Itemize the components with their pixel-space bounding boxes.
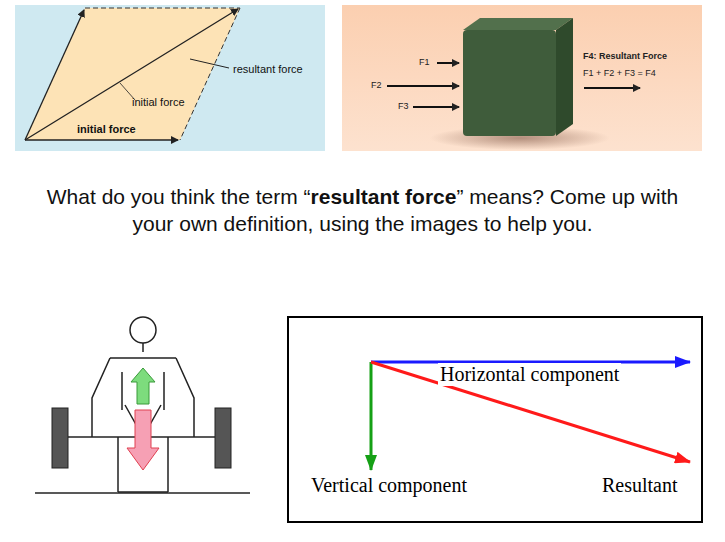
picture-panel: Horizontal componentVertical component Re…	[288, 317, 702, 522]
resultant-arrow	[25, 9, 238, 140]
component-box	[288, 317, 702, 522]
picture-panel: F1F2F3 F4: Resultant Force F1 + F2 + F3 = …	[342, 5, 702, 151]
support-arrow	[131, 368, 155, 404]
force-label: resultant force	[233, 63, 303, 75]
kart-figure	[66, 317, 216, 492]
force-label: F4: Resultant Force	[583, 51, 667, 61]
question-text: What do you think the term “resultant fo…	[40, 183, 685, 237]
force-label: initial force	[132, 96, 185, 108]
force-arrow	[413, 106, 459, 108]
force-arrow	[387, 85, 459, 87]
force-label: F3	[398, 101, 409, 111]
resultant-arrow	[371, 362, 690, 462]
force-label: F1 + F2 + F3 = F4	[583, 68, 656, 78]
force-arrow	[437, 62, 459, 64]
force-label: Resultant	[600, 474, 680, 497]
leader-line	[190, 59, 229, 68]
force-label: initial force	[77, 123, 136, 135]
force-arrow	[25, 139, 178, 140]
resultant-arrow	[584, 87, 640, 89]
force-label: Horizontal component	[438, 363, 621, 386]
picture-panel: resultant force initial force initial forc…	[15, 5, 325, 151]
force-arrow	[25, 10, 84, 140]
vertical-arrow	[370, 362, 373, 470]
panel-ground	[342, 5, 702, 151]
parallelogram	[25, 8, 240, 140]
panel-ground	[15, 5, 325, 151]
weight-arrow	[127, 410, 159, 470]
cube	[463, 30, 556, 136]
force-label: F2	[371, 80, 382, 90]
force-label: F1	[419, 57, 430, 67]
force-label: Vertical component	[309, 474, 469, 497]
